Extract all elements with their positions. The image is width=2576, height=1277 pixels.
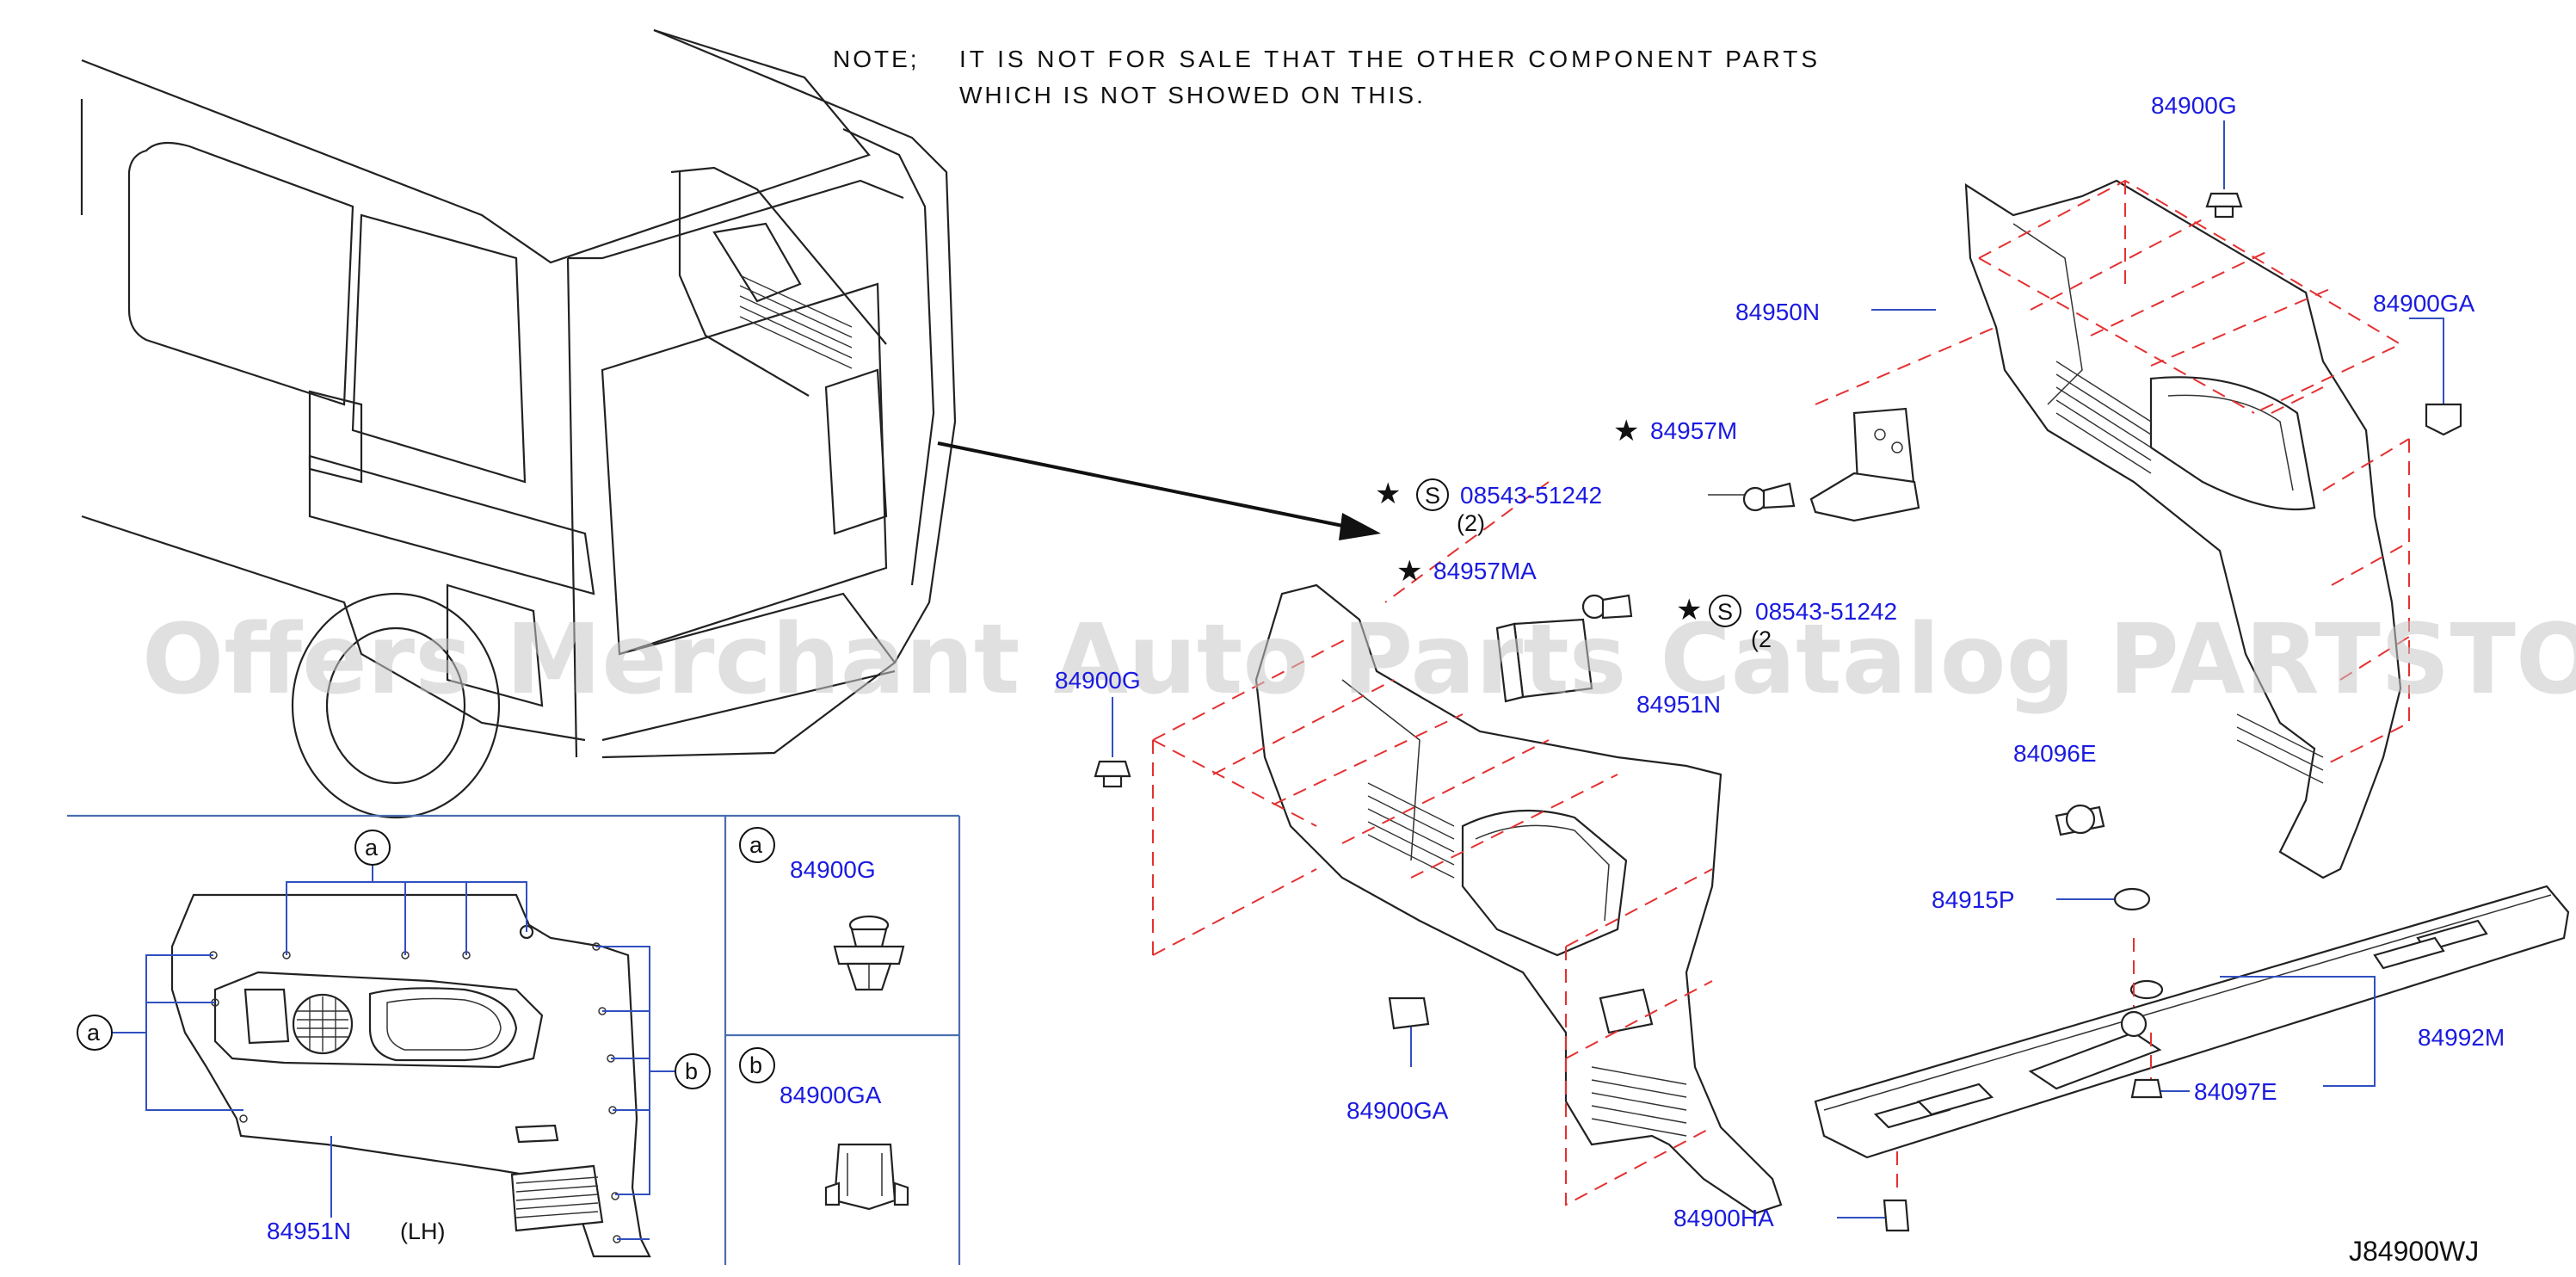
label-84951n-center: 84951N: [1636, 691, 1721, 718]
label-84992m: 84992M: [2418, 1024, 2505, 1051]
inset-callouts: [112, 865, 675, 1240]
label-84900ga-bottom: 84900GA: [1347, 1097, 1449, 1124]
callout-a-left: [77, 1015, 113, 1051]
legend-a-text: a: [749, 832, 763, 858]
clip-84097e: [2130, 1078, 2190, 1099]
label-84915p: 84915P: [1932, 886, 2015, 913]
inset-panel-84951n: [170, 893, 651, 1258]
label-84097e: 84097E: [2194, 1078, 2277, 1105]
inset-frame: [67, 814, 961, 1265]
cap-84915p: [2056, 887, 2151, 911]
note-line-2: WHICH IS NOT SHOWED ON THIS.: [959, 82, 1426, 108]
clip-84900g-left: [1094, 697, 1131, 788]
trim-panel-84951n: [1254, 583, 1783, 1215]
legend-clip-84900g: [833, 915, 905, 991]
callout-b-text: b: [685, 1058, 698, 1084]
label-84951n-inset: 84951N: [267, 1218, 351, 1244]
callout-a-top: [354, 830, 391, 866]
diagram-code: J84900WJ: [2349, 1236, 2479, 1267]
legend-b-circle: [739, 1047, 775, 1083]
mounting-lines-right: [1815, 179, 2410, 767]
legend-84900g: 84900G: [790, 856, 876, 883]
clip-84900ga-right: [2409, 318, 2462, 436]
screw-a: [1708, 482, 1796, 512]
label-84900ga-right: 84900GA: [2373, 290, 2475, 317]
callout-b: [675, 1053, 711, 1089]
s-circle-a: [1416, 478, 1449, 511]
qty-a: (2): [1457, 510, 1485, 536]
cap-84957ma: [1495, 618, 1593, 703]
label-84900ha: 84900HA: [1673, 1205, 1774, 1231]
clip-84900g-top: [2205, 120, 2243, 219]
label-08543-b: 08543-51242: [1755, 598, 1897, 625]
bracket-84992m: [2220, 976, 2376, 1087]
label-84950n: 84950N: [1735, 299, 1820, 325]
trim-panel-84950n: [1964, 179, 2402, 879]
label-84900g-top: 84900G: [2151, 92, 2237, 119]
clip-84900ha: [1837, 1136, 1910, 1232]
label-08543-a: 08543-51242: [1460, 482, 1602, 509]
label-lh: (LH): [400, 1218, 446, 1244]
star-screw-b: ★: [1676, 593, 1702, 627]
qty-b: (2: [1751, 626, 1772, 652]
s-marker-b: S: [1717, 599, 1733, 625]
label-84957m: 84957M: [1650, 417, 1737, 444]
callout-a-left-text: a: [87, 1020, 101, 1046]
legend-b-text: b: [749, 1052, 762, 1078]
star-84957ma: ★: [1396, 554, 1422, 589]
mounting-lines-sill: [2133, 938, 2152, 1084]
star-screw-a: ★: [1375, 477, 1401, 511]
star-84957m: ★: [1613, 414, 1639, 448]
label-84900g-left: 84900G: [1055, 667, 1141, 694]
s-circle-b: [1709, 595, 1741, 627]
vehicle-rear-view: [80, 28, 957, 819]
pointer-arrow: [937, 441, 1381, 540]
sill-plate-84992m: [1814, 885, 2570, 1159]
cap-84957m: [1809, 407, 1920, 522]
mounting-lines-center: [1152, 481, 1713, 1206]
legend-clip-84900ga: [824, 1143, 909, 1211]
note-prefix: NOTE;: [833, 46, 920, 72]
callout-a-top-text: a: [365, 835, 379, 861]
clip-84900ga-bottom: [1388, 996, 1430, 1067]
watermark: Offers Merchant Auto Parts Catalog PARTS…: [142, 604, 2576, 716]
label-84096e: 84096E: [2013, 740, 2097, 767]
note-line-1: IT IS NOT FOR SALE THAT THE OTHER COMPON…: [959, 46, 1820, 72]
legend-a-circle: [739, 827, 775, 863]
label-84957ma: 84957MA: [1433, 558, 1537, 584]
screw-b: [1581, 594, 1633, 620]
legend-84900ga: 84900GA: [780, 1082, 882, 1108]
s-marker-a: S: [1425, 483, 1440, 509]
clip-84096e: [2055, 804, 2105, 836]
